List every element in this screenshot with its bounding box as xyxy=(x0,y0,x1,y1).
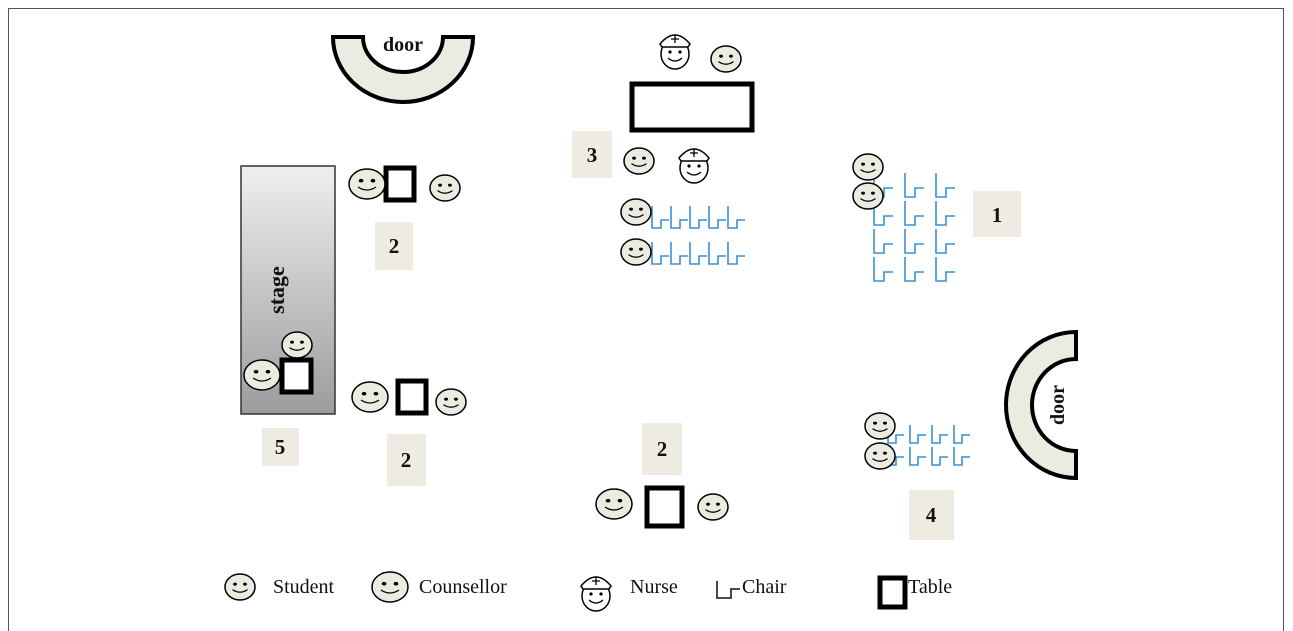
legend-counsellor-icon xyxy=(371,571,409,603)
legend-table-label: Table xyxy=(908,576,952,598)
svg-text:3: 3 xyxy=(587,143,598,167)
chair xyxy=(727,242,745,265)
chair xyxy=(873,257,893,282)
svg-text:4: 4 xyxy=(926,503,937,527)
nurse-area3 xyxy=(678,148,710,184)
door-right: door xyxy=(1004,329,1078,481)
door-top: door xyxy=(330,34,476,104)
stage-label: stage xyxy=(264,266,289,314)
chair xyxy=(935,173,955,198)
legend-table-icon xyxy=(877,575,908,610)
legend-student-icon xyxy=(224,573,256,601)
area-label-1: 1 xyxy=(973,191,1021,237)
chair xyxy=(935,257,955,282)
counsellor-area2-top xyxy=(348,168,386,200)
chair xyxy=(689,242,707,265)
area-label-5: 5 xyxy=(262,428,299,466)
counsellor-area2-bottom xyxy=(595,488,633,520)
student-area4-row2 xyxy=(864,442,896,470)
chair xyxy=(904,173,924,198)
chair xyxy=(708,206,726,229)
legend-counsellor-label: Counsellor xyxy=(419,576,507,598)
area-label-4: 4 xyxy=(909,490,954,540)
student-table-top xyxy=(710,45,742,73)
svg-text:2: 2 xyxy=(657,437,668,461)
chair xyxy=(670,242,688,265)
chair xyxy=(708,242,726,265)
chair xyxy=(727,206,745,229)
chair xyxy=(873,229,893,254)
chair xyxy=(935,201,955,226)
chair xyxy=(904,201,924,226)
chair xyxy=(909,425,926,444)
student-area4-row1 xyxy=(864,412,896,440)
student-stage xyxy=(281,331,313,359)
area-label-2-bottom: 2 xyxy=(642,423,682,475)
svg-text:5: 5 xyxy=(275,435,286,459)
legend-student-label: Student xyxy=(273,576,335,598)
student-area2-bottom xyxy=(697,493,729,521)
chair xyxy=(909,447,926,466)
student-area1-row2 xyxy=(852,182,884,210)
table-long xyxy=(629,81,755,133)
area-label-2-left: 2 xyxy=(387,434,426,486)
student-area2-top xyxy=(429,174,461,202)
door-top-label: door xyxy=(383,34,423,56)
counsellor-stage xyxy=(243,359,281,391)
chair xyxy=(904,257,924,282)
chair xyxy=(931,447,948,466)
svg-text:1: 1 xyxy=(992,203,1003,227)
legend-nurse-icon xyxy=(580,576,612,612)
legend: Student Counsellor Nurse Chair Table xyxy=(224,571,952,612)
chair xyxy=(670,206,688,229)
student-area2-left xyxy=(435,388,467,416)
table-bottom xyxy=(644,485,685,529)
student-area1-row1 xyxy=(852,153,884,181)
chair xyxy=(651,206,669,229)
chair xyxy=(651,242,669,265)
door-right-label: door xyxy=(1047,385,1069,425)
table-top-left xyxy=(383,165,417,203)
chair xyxy=(689,206,707,229)
chair xyxy=(931,425,948,444)
chair xyxy=(904,229,924,254)
legend-nurse-label: Nurse xyxy=(630,576,678,598)
area-label-2-top: 2 xyxy=(375,222,413,270)
counsellor-area2-left xyxy=(351,381,389,413)
legend-chair-label: Chair xyxy=(742,576,787,598)
chair xyxy=(953,425,970,444)
svg-text:2: 2 xyxy=(401,448,412,472)
table-left-bottom xyxy=(395,378,429,416)
figure-frame xyxy=(8,8,1284,631)
legend-chair-icon xyxy=(716,581,740,599)
chair xyxy=(873,201,893,226)
nurse-top xyxy=(659,34,691,70)
chair-groups xyxy=(651,173,970,466)
area-label-3: 3 xyxy=(572,131,612,178)
table-stage xyxy=(279,357,314,395)
student-area3 xyxy=(623,147,655,175)
people xyxy=(243,34,896,521)
student-area3-row1 xyxy=(620,198,652,226)
chair xyxy=(935,229,955,254)
chair xyxy=(953,447,970,466)
student-area3-row2 xyxy=(620,238,652,266)
svg-text:2: 2 xyxy=(389,234,400,258)
